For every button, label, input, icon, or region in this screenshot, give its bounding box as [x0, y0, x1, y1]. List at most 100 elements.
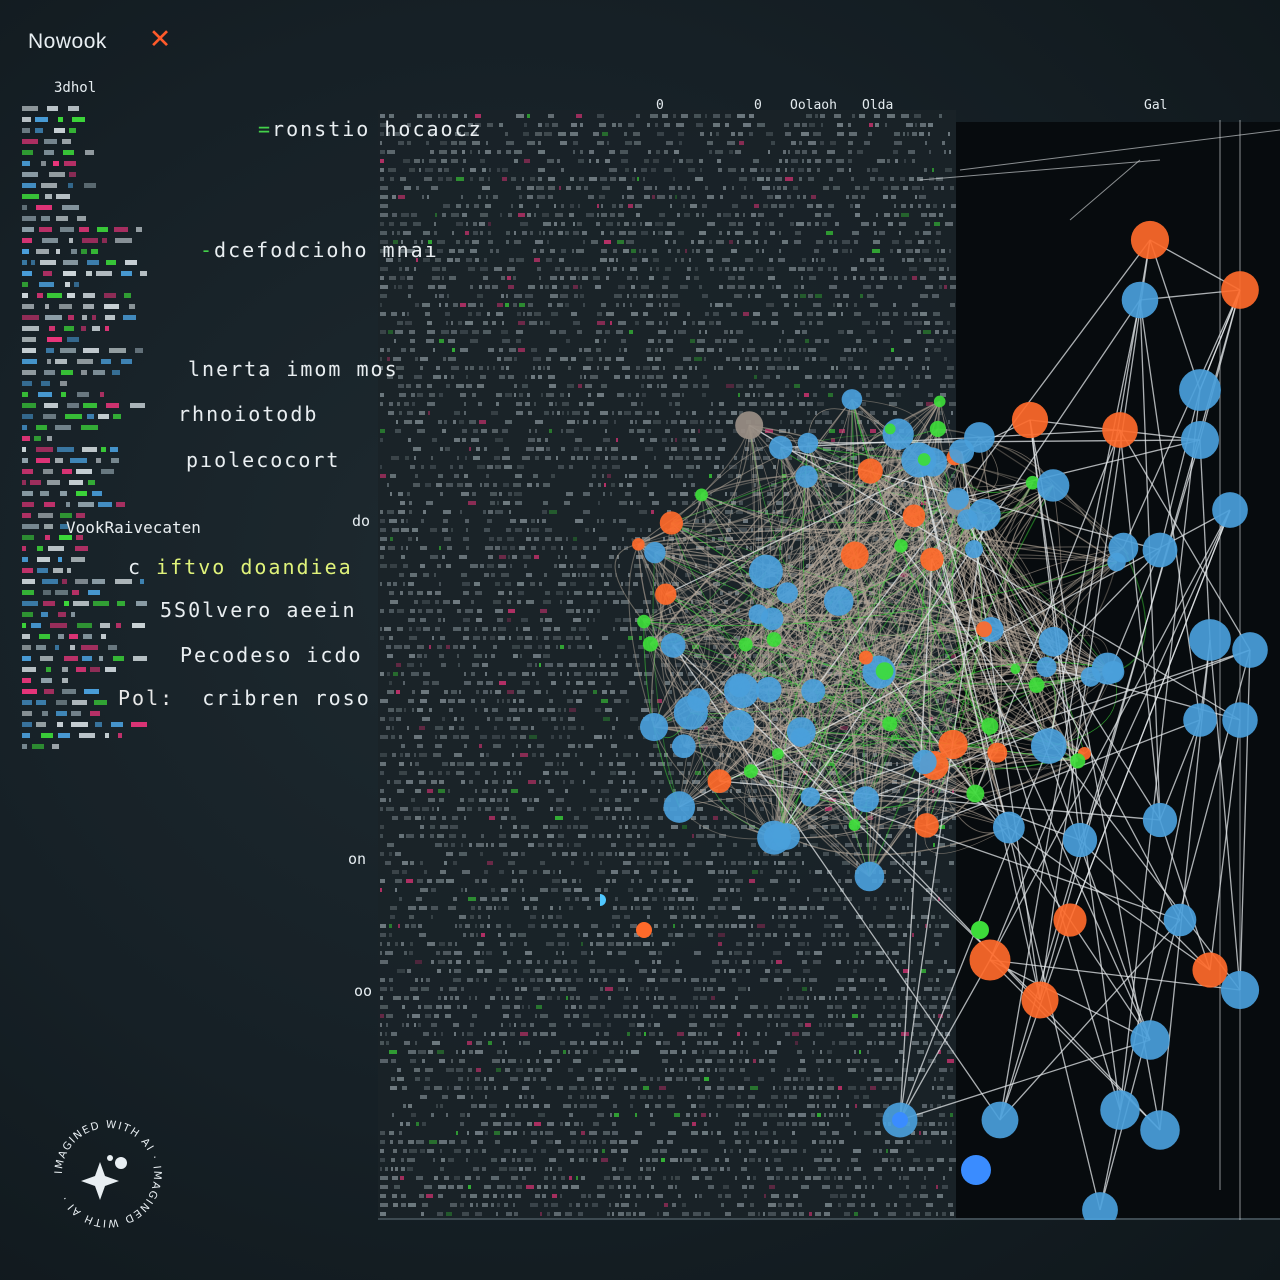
menu-label[interactable]: 3dhol: [54, 80, 97, 96]
data-glyph: [624, 1086, 628, 1090]
data-glyph: [411, 213, 417, 217]
data-glyph: [414, 267, 416, 271]
header-item[interactable]: 0: [754, 98, 762, 113]
data-glyph: [479, 798, 486, 802]
data-glyph: [426, 501, 433, 505]
code-token: [75, 546, 88, 551]
code-token: [83, 304, 94, 309]
data-glyph: [631, 906, 633, 910]
data-glyph: [644, 654, 649, 658]
data-glyph: [734, 456, 737, 460]
data-glyph: [637, 177, 639, 181]
data-glyph: [739, 924, 746, 928]
data-glyph: [638, 645, 645, 649]
data-glyph: [738, 861, 746, 865]
data-glyph: [404, 996, 409, 1000]
data-glyph: [730, 1059, 733, 1063]
data-glyph: [461, 987, 464, 991]
data-glyph: [648, 1095, 653, 1099]
data-glyph: [688, 672, 693, 676]
data-glyph: [774, 1014, 780, 1018]
data-glyph: [846, 933, 849, 937]
data-glyph: [493, 366, 495, 370]
data-glyph: [926, 402, 933, 406]
data-glyph: [490, 249, 493, 253]
data-glyph: [566, 609, 574, 613]
header-item[interactable]: Oolaoh: [790, 98, 837, 113]
data-glyph: [505, 303, 509, 307]
data-glyph: [572, 249, 574, 253]
data-glyph: [695, 636, 700, 640]
data-glyph: [577, 645, 585, 649]
data-glyph: [410, 1059, 416, 1063]
data-glyph: [624, 411, 631, 415]
data-glyph: [413, 807, 420, 811]
data-glyph: [922, 1104, 927, 1108]
data-glyph: [907, 906, 909, 910]
data-glyph: [595, 816, 603, 820]
data-glyph: [856, 465, 860, 469]
data-glyph: [725, 924, 729, 928]
data-glyph: [543, 366, 545, 370]
data-glyph: [694, 357, 702, 361]
data-glyph: [848, 366, 852, 370]
data-glyph: [507, 780, 512, 784]
data-glyph: [817, 375, 821, 379]
data-glyph: [380, 996, 383, 1000]
data-glyph: [462, 870, 470, 874]
data-glyph: [648, 294, 653, 298]
code-token: [72, 590, 79, 595]
data-glyph: [711, 852, 717, 856]
data-glyph: [766, 177, 770, 181]
data-glyph: [537, 978, 543, 982]
code-token: [22, 667, 36, 672]
data-glyph: [476, 1041, 482, 1045]
data-glyph: [635, 375, 639, 379]
data-glyph: [578, 933, 580, 937]
data-glyph: [486, 843, 488, 847]
data-glyph: [380, 609, 384, 613]
data-glyph: [475, 771, 480, 775]
data-glyph: [486, 474, 489, 478]
data-glyph: [741, 1041, 743, 1045]
data-glyph: [410, 609, 415, 613]
data-glyph: [704, 357, 706, 361]
data-glyph: [555, 978, 562, 982]
data-glyph: [497, 699, 499, 703]
data-glyph: [532, 672, 535, 676]
data-glyph: [509, 510, 511, 514]
code-token: [72, 700, 87, 705]
data-glyph: [746, 969, 750, 973]
data-glyph: [713, 123, 720, 127]
data-glyph: [485, 1131, 488, 1135]
header-item[interactable]: 0: [656, 98, 664, 113]
data-glyph: [899, 384, 905, 388]
data-glyph: [815, 420, 822, 424]
data-glyph: [703, 375, 707, 379]
data-glyph: [468, 1068, 472, 1072]
data-glyph: [735, 1122, 739, 1126]
data-glyph: [597, 969, 605, 973]
data-glyph: [788, 357, 790, 361]
data-glyph: [744, 1077, 750, 1081]
data-glyph: [600, 411, 608, 415]
data-glyph: [641, 402, 643, 406]
data-glyph: [624, 735, 626, 739]
data-glyph: [935, 717, 937, 721]
data-glyph: [561, 429, 563, 433]
data-glyph: [417, 591, 423, 595]
header-item[interactable]: Gal: [1144, 98, 1168, 113]
data-glyph: [672, 942, 675, 946]
data-glyph: [664, 906, 667, 910]
close-x-icon[interactable]: ✕: [148, 24, 172, 55]
data-glyph: [613, 1077, 616, 1081]
header-item[interactable]: Olda: [862, 98, 894, 113]
data-glyph: [462, 429, 467, 433]
data-glyph: [533, 1077, 536, 1081]
data-glyph: [497, 150, 501, 154]
data-glyph: [892, 744, 897, 748]
data-glyph: [587, 906, 591, 910]
data-glyph: [625, 141, 632, 145]
code-token: [36, 447, 53, 452]
data-glyph: [487, 366, 489, 370]
